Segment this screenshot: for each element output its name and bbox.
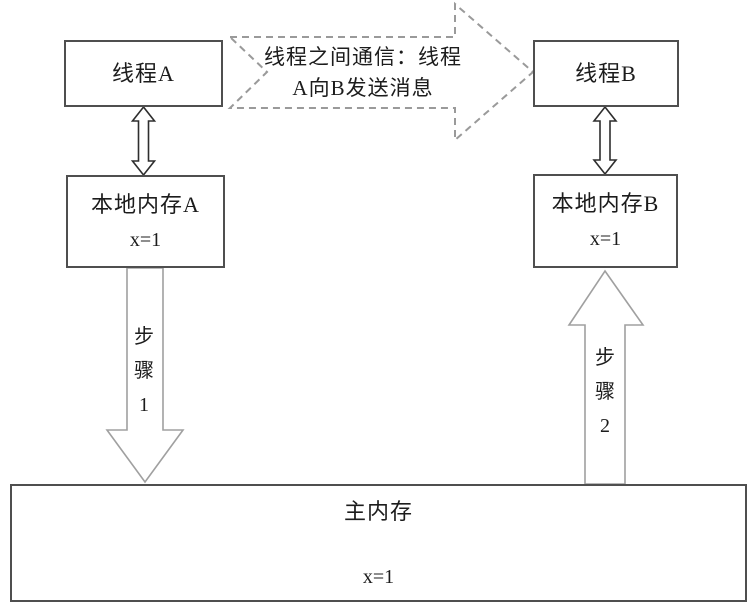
step-2-label: 步 骤 2 [595, 347, 615, 437]
double-arrow-thread-a-local-a [130, 105, 157, 177]
thread-b-label: 线程B [575, 60, 637, 86]
step-1-down-arrow [105, 267, 185, 484]
local-memory-b-value: x=1 [589, 228, 622, 250]
local-memory-a-value: x=1 [129, 228, 162, 251]
step-1-label: 步 骤 1 [134, 326, 154, 416]
local-memory-a-label: 本地内存A [91, 191, 200, 217]
local-memory-b-label: 本地内存B [551, 191, 660, 216]
thread-a-box: 线程A [64, 40, 223, 107]
main-memory-box: 主内存 x=1 [10, 484, 747, 602]
thread-a-label: 线程A [112, 60, 175, 86]
local-memory-b-box: 本地内存B x=1 [533, 174, 678, 268]
double-arrow-thread-b-local-b [592, 105, 618, 176]
main-memory-label: 主内存 [343, 499, 413, 524]
communication-block-arrow [227, 1, 535, 143]
communication-arrow-label: 线程之间通信：线程 A向B发送消息 [264, 45, 462, 100]
thread-b-box: 线程B [533, 40, 679, 107]
main-memory-value: x=1 [362, 566, 395, 588]
local-memory-a-box: 本地内存A x=1 [66, 175, 225, 268]
